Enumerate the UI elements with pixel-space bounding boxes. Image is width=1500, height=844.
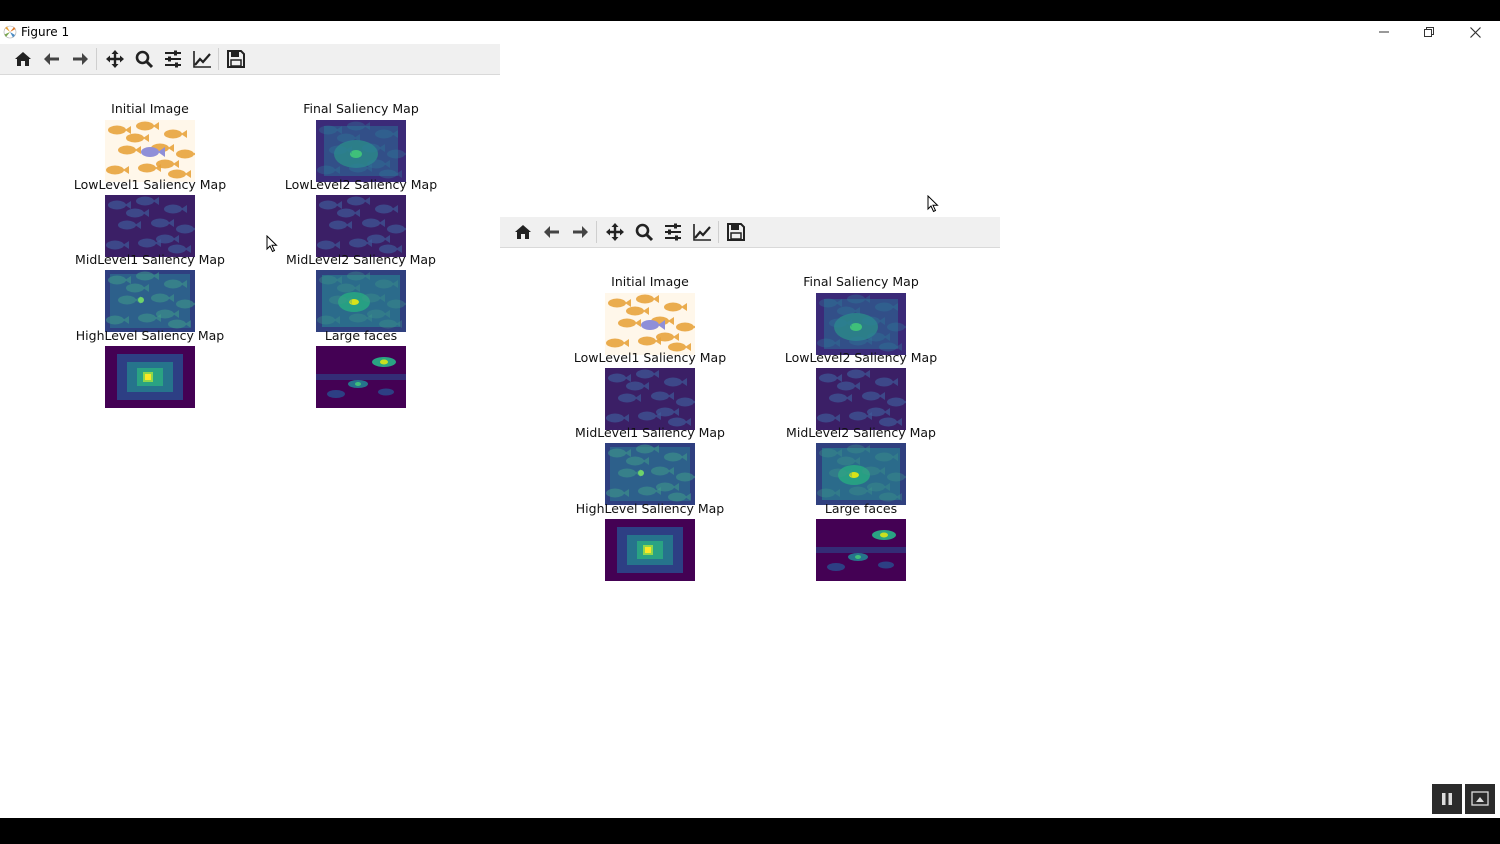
window-title: Figure 1: [21, 25, 70, 39]
toolbar-separator: [96, 48, 97, 70]
restore-icon: [1424, 27, 1434, 37]
home-button[interactable]: [10, 47, 36, 71]
subplot-title: Final Saliency Map: [803, 274, 919, 289]
matplotlib-app-icon: [3, 25, 17, 39]
toolbar-separator: [218, 48, 219, 70]
line-chart-icon: [193, 51, 211, 68]
subplot-image: [105, 195, 195, 257]
arrow-right-icon: [573, 226, 588, 238]
minimize-button[interactable]: [1361, 21, 1407, 43]
subplot-title: MidLevel1 Saliency Map: [575, 425, 725, 440]
close-button[interactable]: [1452, 21, 1498, 43]
pause-icon: [1442, 793, 1452, 805]
forward-button[interactable]: [567, 220, 593, 244]
fullscreen-icon: [1471, 791, 1489, 806]
home-icon: [15, 52, 31, 66]
zoom-button[interactable]: [631, 220, 657, 244]
floppy-icon: [227, 50, 245, 68]
mouse-cursor-icon: [266, 235, 278, 253]
navigation-toolbar-right: [500, 217, 1000, 248]
move-icon: [606, 223, 624, 241]
navigation-toolbar-left: [0, 44, 500, 75]
move-icon: [106, 50, 124, 68]
subplot-title: Final Saliency Map: [303, 101, 419, 116]
subplot-title: LowLevel2 Saliency Map: [284, 177, 438, 192]
pan-button[interactable]: [102, 47, 128, 71]
mouse-cursor-icon: [927, 195, 939, 213]
subplot-image: [816, 443, 906, 505]
magnifier-icon: [135, 50, 154, 69]
subplot-title: MidLevel2 Saliency Map: [786, 425, 936, 440]
subplot-image: [816, 368, 906, 430]
floppy-icon: [727, 223, 745, 241]
subplot-image: [605, 443, 695, 505]
magnifier-icon: [635, 223, 654, 242]
sliders-icon: [665, 223, 681, 241]
restore-button[interactable]: [1406, 21, 1452, 43]
subplot-title: Initial Image: [611, 274, 689, 289]
subplot-image: [105, 120, 195, 182]
title-bar: Figure 1: [0, 21, 1500, 43]
close-icon: [1469, 26, 1481, 38]
arrow-right-icon: [73, 53, 88, 65]
subplot-title: Large faces: [324, 328, 398, 343]
home-button[interactable]: [510, 220, 536, 244]
subplots-button[interactable]: [160, 47, 186, 71]
subplot-image: [316, 346, 406, 408]
subplot-image: [816, 293, 906, 355]
forward-button[interactable]: [67, 47, 93, 71]
subplot-title: LowLevel2 Saliency Map: [784, 350, 938, 365]
pause-button[interactable]: [1432, 784, 1462, 814]
axes-button[interactable]: [689, 220, 715, 244]
subplot-image: [316, 120, 406, 182]
home-icon: [515, 225, 531, 239]
toolbar-separator: [596, 221, 597, 243]
arrow-left-icon: [544, 226, 559, 238]
subplot-image: [605, 293, 695, 355]
arrow-left-icon: [44, 53, 59, 65]
subplot-title: MidLevel1 Saliency Map: [75, 252, 225, 267]
subplot-title: LowLevel1 Saliency Map: [573, 350, 727, 365]
zoom-button[interactable]: [131, 47, 157, 71]
subplot-image: [605, 368, 695, 430]
back-button[interactable]: [39, 47, 65, 71]
line-chart-icon: [693, 224, 711, 241]
back-button[interactable]: [539, 220, 565, 244]
sliders-icon: [165, 50, 181, 68]
screen-top-bar: [0, 0, 1500, 21]
axes-button[interactable]: [189, 47, 215, 71]
subplot-image: [605, 519, 695, 581]
toolbar-separator: [718, 221, 719, 243]
subplots-button[interactable]: [660, 220, 686, 244]
save-button[interactable]: [223, 47, 249, 71]
subplot-image: [105, 270, 195, 332]
subplot-image: [316, 195, 406, 257]
pan-button[interactable]: [602, 220, 628, 244]
subplot-title: HighLevel Saliency Map: [575, 501, 725, 516]
minimize-icon: [1379, 31, 1389, 33]
save-button[interactable]: [723, 220, 749, 244]
subplot-title: HighLevel Saliency Map: [75, 328, 225, 343]
subplot-title: Large faces: [824, 501, 898, 516]
subplot-title: Initial Image: [111, 101, 189, 116]
fullscreen-button[interactable]: [1465, 784, 1495, 814]
screen-bottom-bar: [0, 818, 1500, 844]
subplot-title: MidLevel2 Saliency Map: [286, 252, 436, 267]
subplot-title: LowLevel1 Saliency Map: [73, 177, 227, 192]
subplot-image: [105, 346, 195, 408]
subplot-image: [316, 270, 406, 332]
subplot-image: [816, 519, 906, 581]
